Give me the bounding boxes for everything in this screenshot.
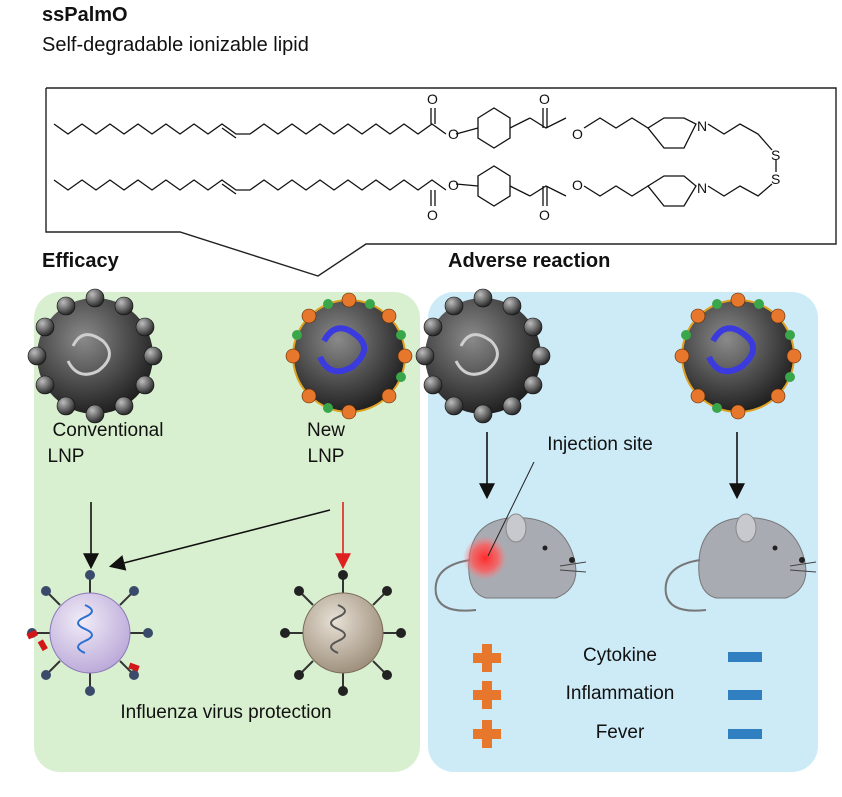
chemical-structure (53, 107, 777, 207)
atom-label-o: O (539, 91, 550, 107)
mouse-with-injection (434, 461, 587, 612)
atom-label-o: O (572, 177, 583, 193)
atom-label-o: O (448, 177, 459, 193)
page-subtitle: Self-degradable ionizable lipid (42, 34, 309, 56)
plus-icon (473, 644, 501, 672)
bottom-benzene-ring (477, 165, 511, 207)
mouse-without-injection (664, 513, 817, 612)
top-benzene-ring (477, 107, 511, 149)
new-lnp-label-line2: LNP (307, 446, 345, 467)
atom-label-o: O (427, 91, 438, 107)
minus-icon (728, 652, 762, 662)
fever-label: Fever (595, 722, 645, 743)
minus-icon (728, 690, 762, 700)
structure-box (45, 87, 837, 277)
influenza-virus-conventional (26, 570, 153, 696)
influenza-virus-new (280, 570, 406, 696)
bottom-piperidine-ring (647, 175, 697, 207)
injection-needle-line (487, 461, 535, 557)
influenza-protection-label: Influenza virus protection (120, 702, 332, 723)
top-alkyl-chain (53, 123, 447, 135)
new-lnp-efficacy (285, 292, 413, 420)
plus-icon (473, 681, 501, 709)
conventional-lnp-label-line1: Conventional (52, 420, 164, 441)
bottom-alkyl-chain (53, 179, 447, 191)
inflammation-label: Inflammation (565, 683, 675, 704)
cytokine-label: Cytokine (583, 645, 657, 666)
adverse-heading: Adverse reaction (448, 250, 611, 272)
minus-icon (728, 729, 762, 739)
atom-label-o: O (427, 207, 438, 223)
injection-site-spot (463, 536, 507, 580)
plus-icon (473, 720, 501, 748)
atom-label-s: S (771, 171, 780, 187)
conventional-lnp-adverse (415, 288, 551, 424)
atom-label-o: O (572, 126, 583, 142)
page-title: ssPalmO (42, 4, 128, 26)
atom-label-n: N (697, 180, 707, 196)
atom-label-n: N (697, 118, 707, 134)
adverse-panel (428, 292, 818, 772)
structure-atom-labels: O O O O N S S O O O O N (427, 91, 780, 223)
conventional-lnp-efficacy (27, 288, 163, 424)
atom-label-s: S (771, 147, 780, 163)
injection-site-label: Injection site (547, 434, 653, 455)
new-lnp-label-line1: New (306, 420, 345, 441)
plus-markers (473, 644, 501, 748)
top-piperidine-ring (647, 117, 697, 149)
atom-label-o: O (448, 126, 459, 142)
atom-label-o: O (539, 207, 550, 223)
efficacy-heading: Efficacy (42, 250, 119, 272)
conventional-lnp-label-line2: LNP (47, 446, 85, 467)
minus-markers (728, 652, 762, 739)
new-lnp-adverse (674, 292, 802, 420)
arrow-new-to-conventional-virus (108, 509, 331, 571)
